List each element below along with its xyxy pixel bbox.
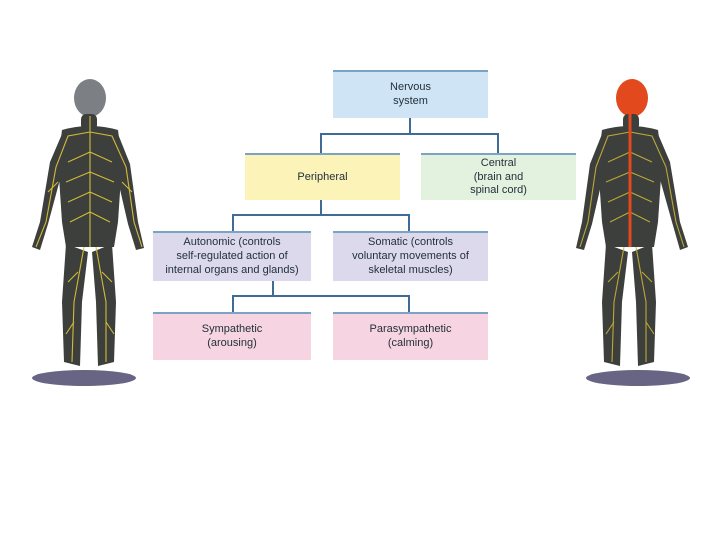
connector: [272, 281, 274, 296]
connector: [408, 214, 410, 231]
connector: [320, 200, 322, 215]
human-peripheral-nerves-icon: [32, 79, 144, 386]
connector: [232, 295, 410, 297]
node-nervous-system: Nervous system: [333, 70, 488, 118]
connector: [497, 133, 499, 153]
connector: [232, 214, 234, 231]
node-somatic: Somatic (controls voluntary movements of…: [333, 231, 488, 281]
connector: [408, 295, 410, 312]
node-peripheral: Peripheral: [245, 153, 400, 200]
connector: [232, 295, 234, 312]
connector: [232, 214, 410, 216]
node-sympathetic: Sympathetic (arousing): [153, 312, 311, 360]
connector: [320, 133, 499, 135]
human-central-nervous-system-icon: [576, 79, 690, 386]
connector: [320, 133, 322, 153]
node-parasympathetic: Parasympathetic (calming): [333, 312, 488, 360]
node-autonomic: Autonomic (controls self-regulated actio…: [153, 231, 311, 281]
connector: [409, 118, 411, 134]
node-central: Central (brain and spinal cord): [421, 153, 576, 200]
